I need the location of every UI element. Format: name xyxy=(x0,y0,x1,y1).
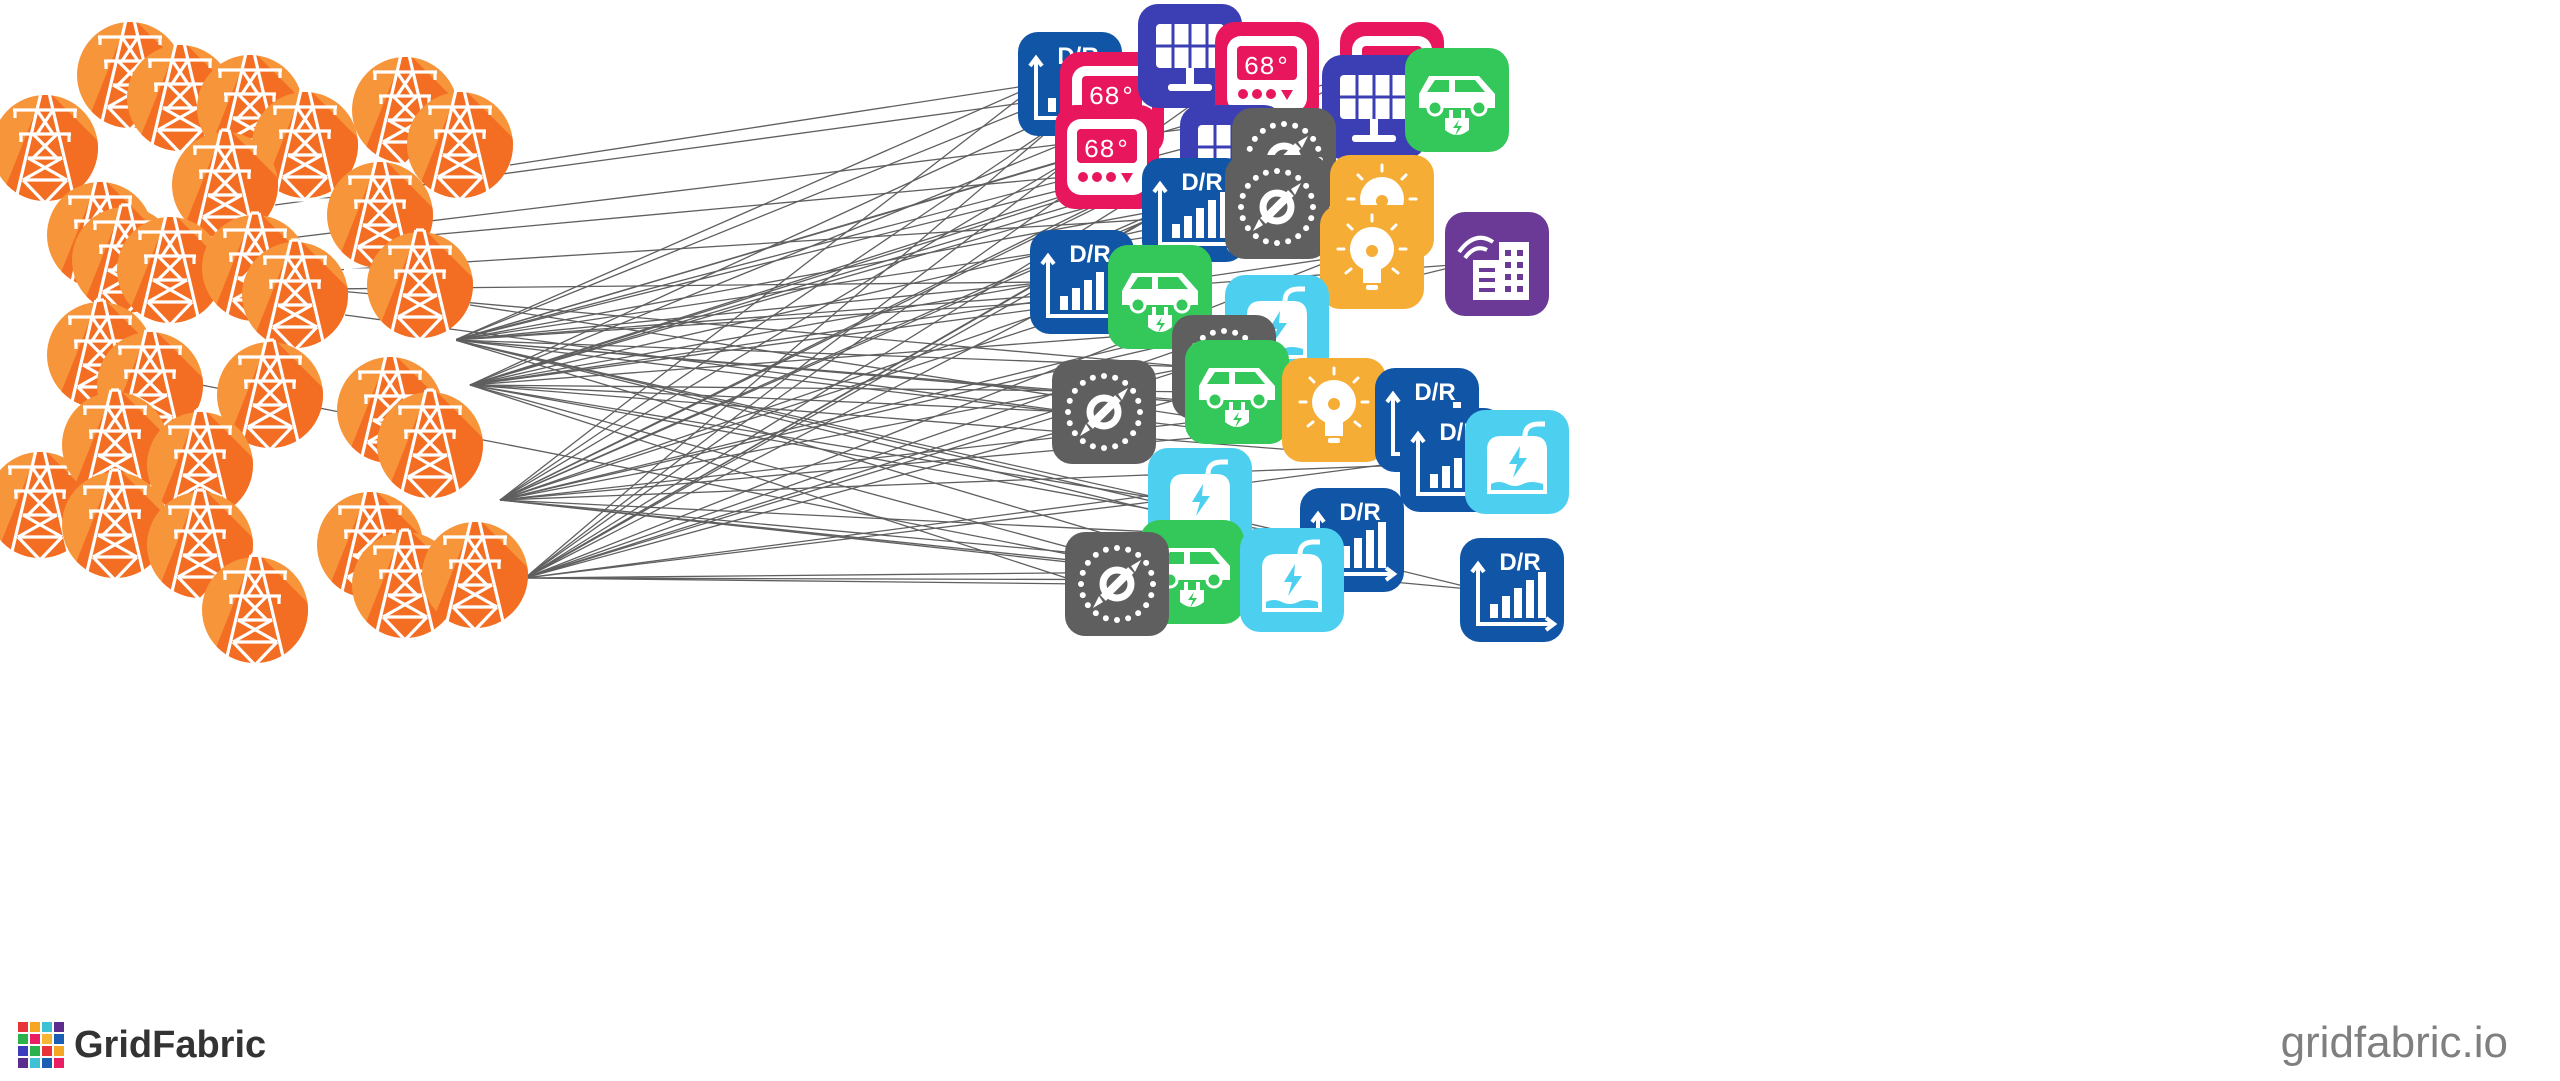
device-cluster: D/R68°68°68°68°D/RD/RD/RD/RD/RD/R xyxy=(1018,4,1569,642)
dr-label: D/R xyxy=(1414,379,1455,406)
connection-line xyxy=(469,103,1081,386)
smart-meter-icon xyxy=(1052,360,1156,464)
connection-line xyxy=(499,156,1076,501)
transmission-tower-icon xyxy=(117,213,223,327)
connection-line xyxy=(524,411,1073,579)
thermostat-reading: 68° xyxy=(1084,135,1131,165)
transmission-tower-icon xyxy=(407,88,513,202)
connection-line xyxy=(454,281,1051,341)
transmission-tower-icon xyxy=(147,408,253,522)
connection-line xyxy=(524,156,1076,579)
transmission-tower-icon xyxy=(377,388,483,502)
connection-line xyxy=(524,577,1086,585)
connection-line xyxy=(524,571,1161,579)
transmission-tower-icon xyxy=(202,553,308,667)
site-url[interactable]: gridfabric.io xyxy=(2280,1018,2508,1067)
connection-line xyxy=(469,384,1169,501)
ev-charger-icon xyxy=(1185,340,1289,444)
ev-charger-icon xyxy=(1405,48,1509,152)
solar-panel-icon xyxy=(1322,55,1426,159)
connection-line xyxy=(469,384,1161,573)
brand-logo[interactable]: GridFabric xyxy=(18,1022,266,1068)
thermostat-icon: 68° xyxy=(1215,22,1319,126)
dr-label: D/R xyxy=(1499,549,1540,576)
utility-tower-cluster xyxy=(0,18,528,667)
connection-line xyxy=(469,296,1129,386)
smart-building-icon xyxy=(1445,212,1549,316)
connection-line xyxy=(524,459,1421,579)
brand-name: GridFabric xyxy=(74,1023,267,1066)
thermostat-icon: 68° xyxy=(1055,105,1159,209)
demand-response-chart-icon: D/R xyxy=(1460,538,1564,642)
connection-line xyxy=(509,83,1039,166)
connection-line xyxy=(219,281,1051,291)
battery-storage-icon xyxy=(1240,528,1344,632)
connection-line xyxy=(499,83,1039,501)
transmission-tower-icon xyxy=(62,468,168,582)
connection-line xyxy=(524,103,1081,579)
transmission-tower-icon xyxy=(217,338,323,452)
connection-line xyxy=(344,314,1073,413)
transmission-tower-icon xyxy=(242,238,348,352)
gridfabric-logo-icon xyxy=(18,1022,64,1068)
battery-storage-icon xyxy=(1465,410,1569,514)
connection-line xyxy=(499,461,1486,501)
connection-line xyxy=(524,281,1051,579)
smart-meter-icon xyxy=(1225,155,1329,259)
transmission-tower-icon xyxy=(422,518,528,632)
connection-line xyxy=(524,159,1253,579)
connection-line xyxy=(524,156,1201,579)
connection-line xyxy=(499,326,1246,501)
connection-line xyxy=(469,384,1073,413)
light-bulb-icon xyxy=(1282,358,1386,462)
transmission-tower-icon xyxy=(367,228,473,342)
light-bulb-icon xyxy=(1320,205,1424,309)
thermostat-reading: 68° xyxy=(1244,52,1291,82)
connection-line xyxy=(454,83,1039,341)
dr-label: D/R xyxy=(1339,499,1380,526)
demand-response-chart-icon: D/R xyxy=(1142,158,1246,262)
dr-label: D/R xyxy=(1069,241,1110,268)
transmission-tower-icon xyxy=(62,388,168,502)
connection-line xyxy=(469,281,1051,386)
dr-label: D/R xyxy=(1181,169,1222,196)
smart-meter-icon xyxy=(1065,532,1169,636)
connection-line xyxy=(469,384,1421,461)
transmission-tower-icon xyxy=(0,91,98,205)
connection-line xyxy=(524,499,1169,579)
